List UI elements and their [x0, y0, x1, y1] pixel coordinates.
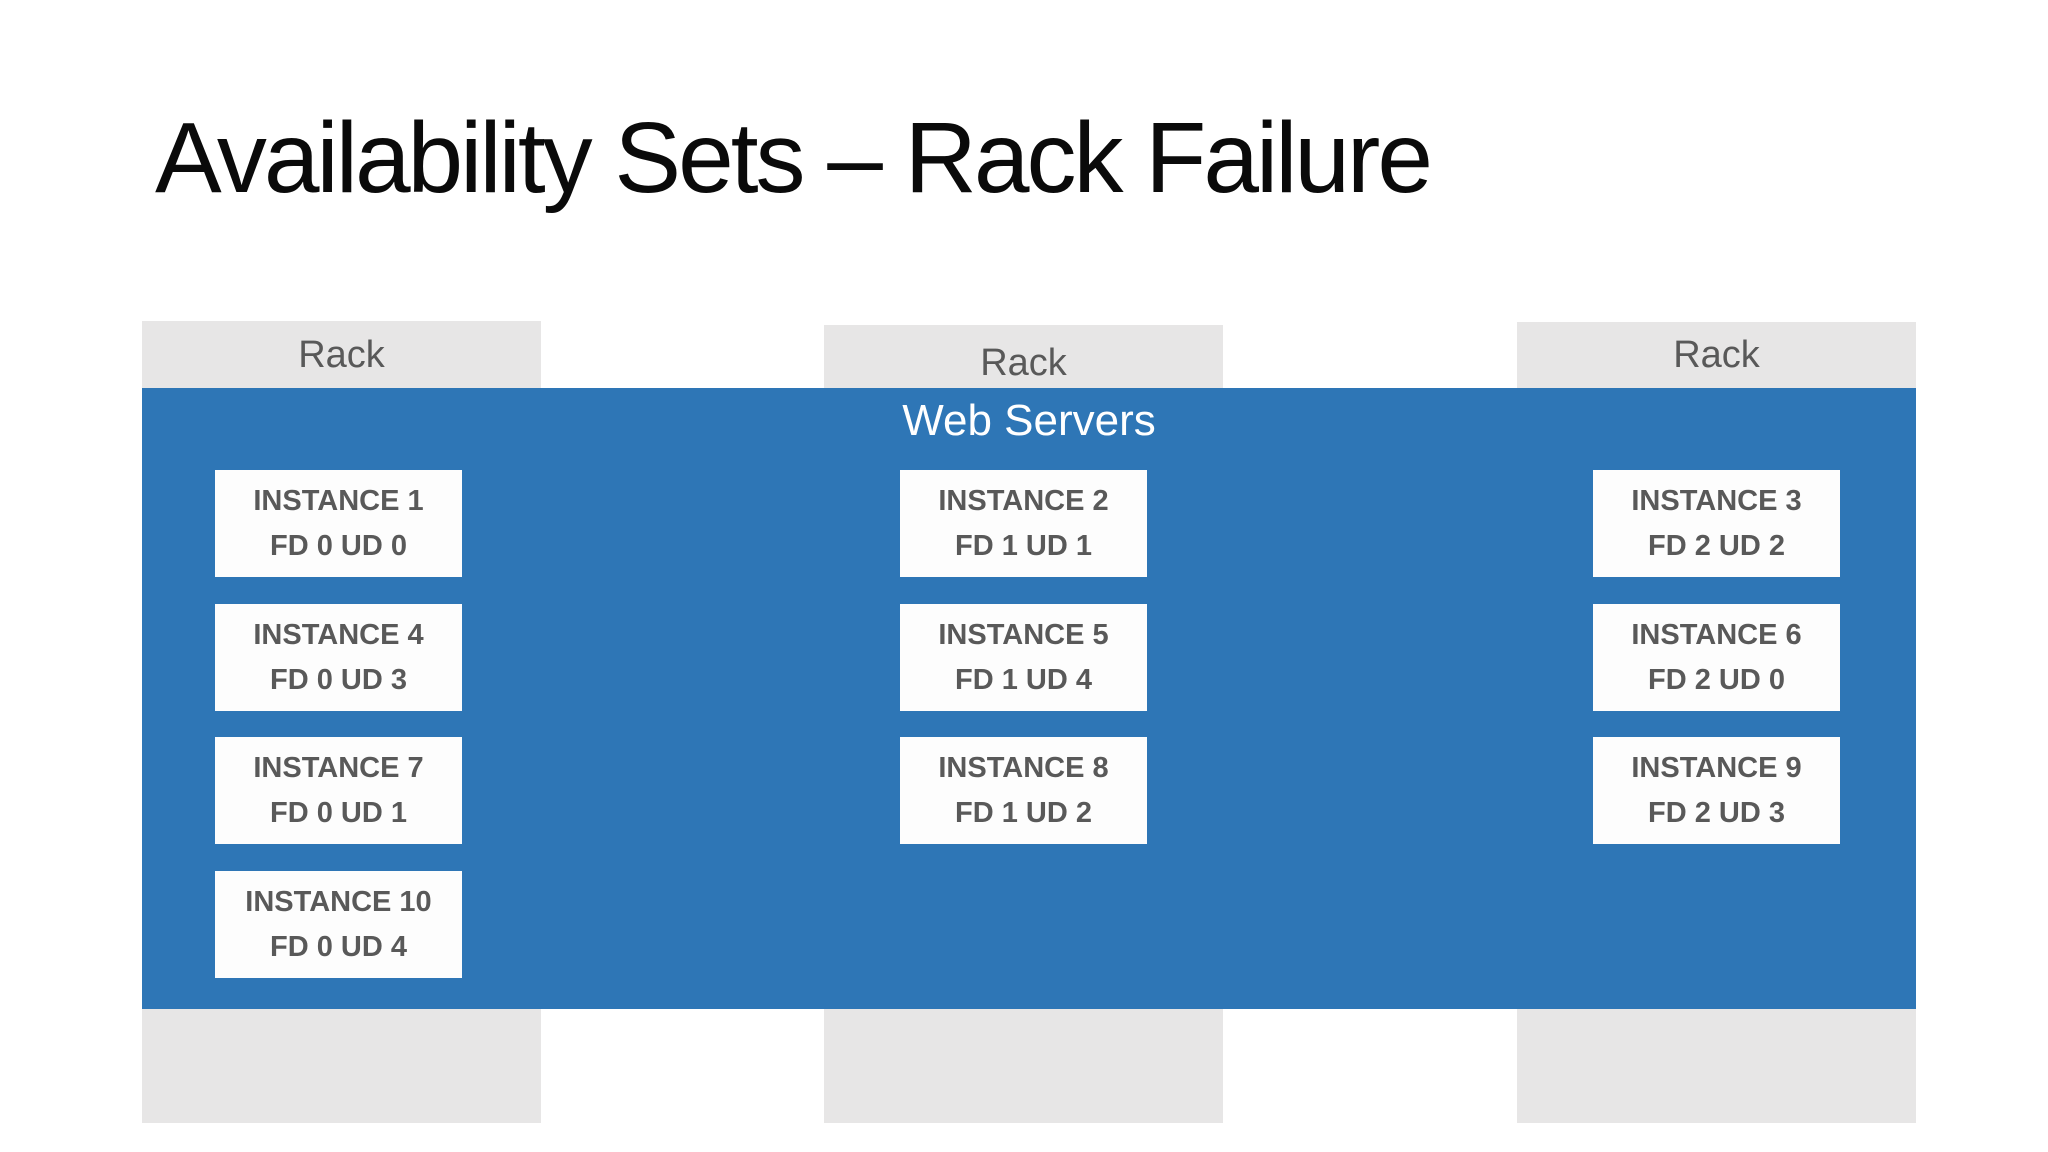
instance-fd-ud: FD 2 UD 3 [1648, 796, 1785, 829]
instance-fd-ud: FD 0 UD 0 [270, 529, 407, 562]
instance-box: INSTANCE 3 FD 2 UD 2 [1593, 470, 1840, 577]
instance-fd-ud: FD 2 UD 2 [1648, 529, 1785, 562]
instance-fd-ud: FD 1 UD 1 [955, 529, 1092, 562]
instance-name: INSTANCE 6 [1631, 618, 1802, 651]
instance-box: INSTANCE 4 FD 0 UD 3 [215, 604, 462, 711]
instance-name: INSTANCE 10 [245, 885, 432, 918]
web-servers-label: Web Servers [902, 396, 1156, 445]
instance-box: INSTANCE 10 FD 0 UD 4 [215, 871, 462, 978]
instance-name: INSTANCE 7 [253, 751, 424, 784]
instance-box: INSTANCE 1 FD 0 UD 0 [215, 470, 462, 577]
rack-header-1: Rack [142, 321, 541, 388]
instance-name: INSTANCE 8 [938, 751, 1109, 784]
instance-fd-ud: FD 0 UD 4 [270, 930, 407, 963]
instance-name: INSTANCE 9 [1631, 751, 1802, 784]
instance-name: INSTANCE 3 [1631, 484, 1802, 517]
instance-box: INSTANCE 6 FD 2 UD 0 [1593, 604, 1840, 711]
instance-name: INSTANCE 5 [938, 618, 1109, 651]
instance-box: INSTANCE 5 FD 1 UD 4 [900, 604, 1147, 711]
instance-name: INSTANCE 1 [253, 484, 424, 517]
slide-title: Availability Sets – Rack Failure [155, 102, 1433, 214]
instance-box: INSTANCE 9 FD 2 UD 3 [1593, 737, 1840, 844]
rack-footer-3 [1517, 1009, 1916, 1123]
instance-fd-ud: FD 1 UD 2 [955, 796, 1092, 829]
rack-header-3: Rack [1517, 322, 1916, 388]
instance-name: INSTANCE 4 [253, 618, 424, 651]
instance-fd-ud: FD 2 UD 0 [1648, 663, 1785, 696]
instance-fd-ud: FD 1 UD 4 [955, 663, 1092, 696]
instance-fd-ud: FD 0 UD 1 [270, 796, 407, 829]
rack-footer-1 [142, 1009, 541, 1123]
rack-footer-2 [824, 1009, 1223, 1123]
rack-header-2: Rack [824, 325, 1223, 388]
rack-label: Rack [1673, 334, 1760, 376]
instance-name: INSTANCE 2 [938, 484, 1109, 517]
instance-fd-ud: FD 0 UD 3 [270, 663, 407, 696]
instance-box: INSTANCE 8 FD 1 UD 2 [900, 737, 1147, 844]
instance-box: INSTANCE 2 FD 1 UD 1 [900, 470, 1147, 577]
rack-label: Rack [298, 333, 385, 376]
rack-label: Rack [980, 341, 1067, 384]
instance-box: INSTANCE 7 FD 0 UD 1 [215, 737, 462, 844]
